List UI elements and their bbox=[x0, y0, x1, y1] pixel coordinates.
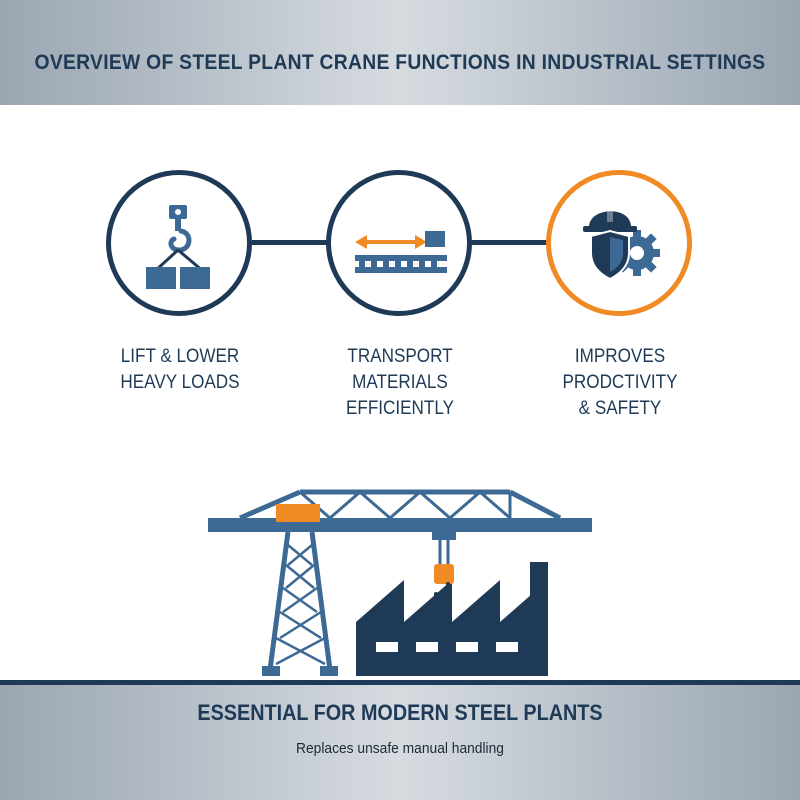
caption-safety: IMPROVES PRODCTIVITY & SAFETY bbox=[530, 344, 710, 422]
crane-hook-load-icon bbox=[146, 205, 210, 289]
crane-trolley bbox=[276, 504, 320, 522]
page-title: OVERVIEW OF STEEL PLANT CRANE FUNCTIONS … bbox=[34, 51, 766, 74]
safety-helmet-shield-gear-icon bbox=[583, 208, 660, 281]
connector-line-1-2 bbox=[252, 240, 332, 245]
caption-line: HEAVY LOADS bbox=[120, 372, 240, 393]
caption-line: TRANSPORT bbox=[347, 346, 453, 367]
caption-line: IMPROVES bbox=[574, 346, 666, 367]
connector-line-2-3 bbox=[470, 240, 552, 245]
footer-heading: ESSENTIAL FOR MODERN STEEL PLANTS bbox=[197, 700, 603, 725]
gantry-beam bbox=[208, 489, 592, 532]
footer-band bbox=[0, 680, 800, 800]
caption-transport: TRANSPORT MATERIALS EFFICIENTLY bbox=[310, 344, 490, 422]
caption-line: & SAFETY bbox=[578, 398, 662, 419]
factory-icon bbox=[356, 562, 548, 682]
lift-lower-circle bbox=[106, 170, 252, 316]
safety-circle bbox=[546, 170, 692, 316]
caption-line: LIFT & LOWER bbox=[120, 346, 240, 367]
gantry-leg bbox=[267, 531, 333, 671]
transport-circle bbox=[326, 170, 472, 316]
caption-line: EFFICIENTLY bbox=[346, 398, 454, 419]
factory-windows bbox=[376, 642, 518, 652]
caption-line: PRODCTIVITY bbox=[562, 372, 678, 393]
caption-lift-lower: LIFT & LOWER HEAVY LOADS bbox=[90, 344, 270, 396]
crane-hook-icon bbox=[432, 532, 456, 602]
footer-subtitle: Replaces unsafe manual handling bbox=[296, 740, 504, 757]
gantry-crane-factory-illustration bbox=[0, 489, 800, 682]
header-band: OVERVIEW OF STEEL PLANT CRANE FUNCTIONS … bbox=[0, 0, 800, 105]
conveyor-transport-icon bbox=[355, 231, 447, 273]
caption-line: MATERIALS bbox=[352, 372, 448, 393]
